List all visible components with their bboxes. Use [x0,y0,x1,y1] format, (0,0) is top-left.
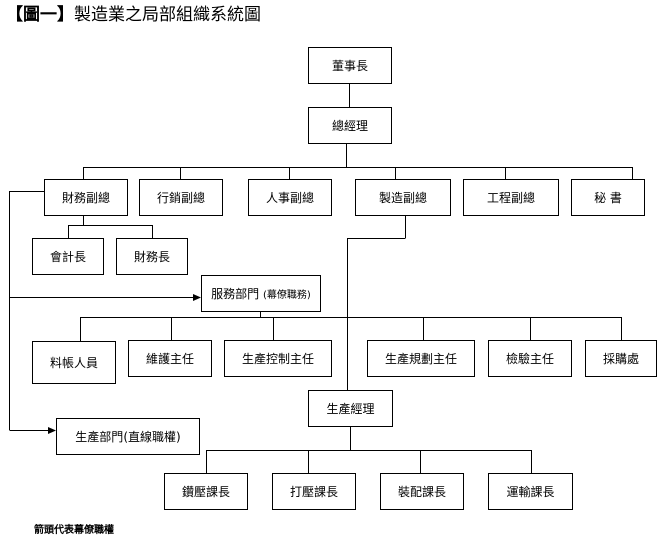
service-dept-tag: (幕僚職務) [263,290,311,301]
node-maintenance-head: 維護主任 [128,340,212,377]
service-dept-label: 服務部門 [211,287,260,301]
node-production-manager: 生產經理 [308,390,393,427]
title-text: 製造業之局部組織系統圖 [74,5,261,25]
node-transport-section: 運輸課長 [488,473,573,510]
title-prefix: 【圖一】 [6,5,74,25]
node-chairman: 董事長 [308,47,392,84]
node-service-dept: 服務部門 (幕僚職務) [201,275,321,312]
production-dept-tag: (直線職權) [123,430,181,444]
node-finance-head: 財務長 [116,238,188,275]
node-assembly-section: 裝配課長 [380,473,464,510]
node-drilling-section: 鑽壓課長 [164,473,248,510]
node-production-dept: 生產部門(直線職權) [56,418,200,455]
node-vp-marketing: 行銷副總 [139,179,223,216]
arrowhead-service [193,294,201,301]
page-title: 【圖一】製造業之局部組織系統圖 [6,3,261,27]
node-accounting-head: 會計長 [32,238,104,275]
legend-note: 箭頭代表幕僚職權 [34,525,114,536]
arrowhead-production [48,427,56,434]
node-secretary: 秘 書 [571,179,645,216]
node-vp-hr: 人事副總 [248,179,332,216]
node-gm: 總經理 [308,107,392,144]
node-vp-finance: 財務副總 [44,179,128,216]
node-procurement: 採購處 [585,340,657,377]
node-vp-manufacturing: 製造副總 [355,179,451,216]
node-pressing-section: 打壓課長 [272,473,356,510]
node-production-control-head: 生產控制主任 [224,340,332,377]
node-vp-engineering: 工程副總 [463,179,559,216]
node-accounting-staff: 料帳人員 [32,341,116,384]
node-production-planning-head: 生產規劃主任 [367,340,475,377]
node-inspection-head: 檢驗主任 [488,340,572,377]
production-dept-label: 生產部門 [75,430,124,444]
